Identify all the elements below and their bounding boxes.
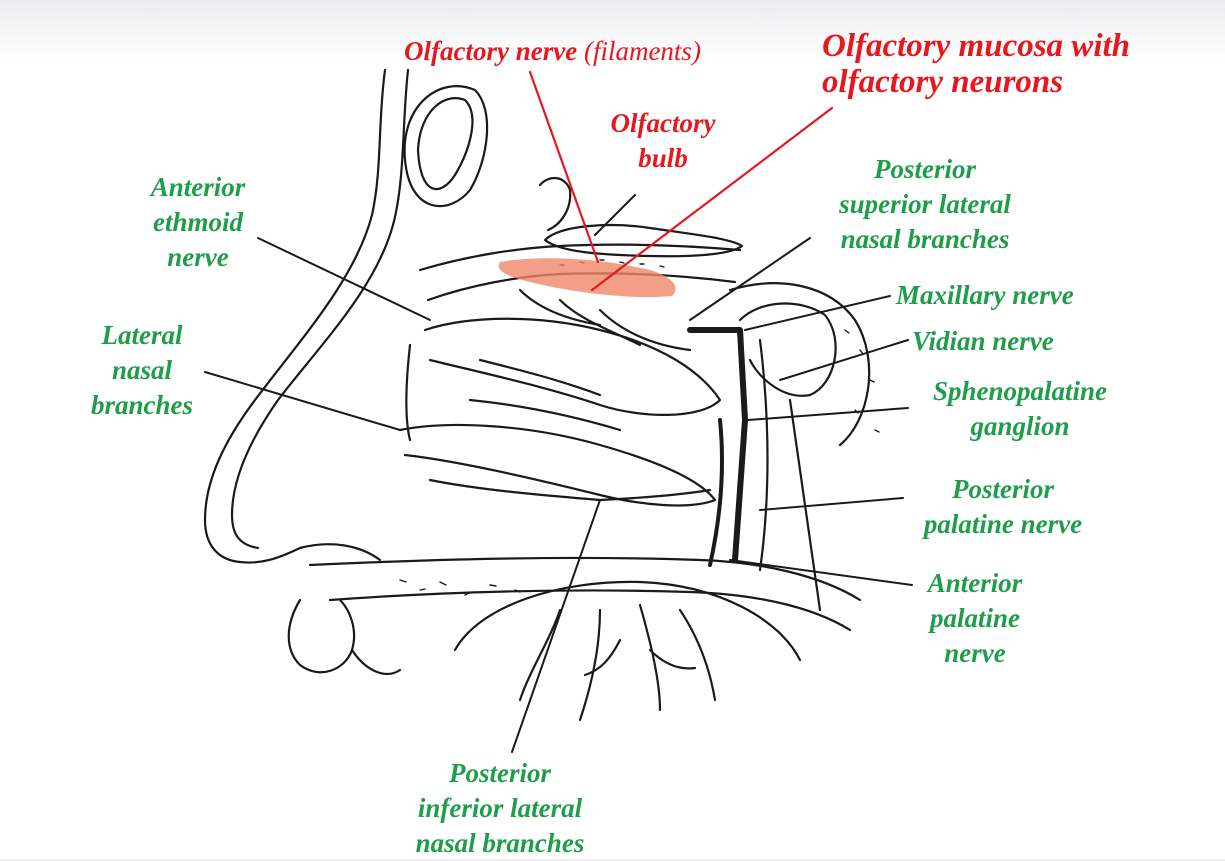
- sphenoid-sinus: [740, 304, 836, 396]
- inferior-turbinate: [400, 425, 715, 505]
- label-anterior-palatine-nerve: Anterior palatine nerve: [900, 566, 1050, 671]
- label-olfactory-mucosa: Olfactory mucosa with olfactory neurons: [822, 28, 1130, 100]
- leader-lateral-nasal: [205, 372, 400, 430]
- label-vidian-nerve: Vidian nerve: [912, 324, 1054, 359]
- label-olfactory-nerve: Olfactory nerve (filaments): [404, 34, 701, 69]
- leader-maxillary: [745, 296, 890, 330]
- label-posterior-superior-lateral-nasal-branches: Posterior superior lateral nasal branche…: [805, 152, 1045, 257]
- hard-palate: [310, 558, 860, 600]
- label-olfactory-bulb: Olfactory bulb: [583, 106, 743, 176]
- leader-posterior-palatine: [760, 498, 903, 510]
- tongue: [455, 582, 800, 660]
- olfactory-nerve-text: Olfactory nerve: [404, 36, 577, 66]
- leader-vidian: [780, 340, 908, 380]
- frontal-sinus: [418, 98, 472, 189]
- upper-lip: [289, 600, 354, 672]
- label-maxillary-nerve: Maxillary nerve: [896, 278, 1074, 313]
- palatine-nerve-trunk: [710, 420, 722, 565]
- leader-sphenopalatine: [748, 408, 908, 420]
- label-lateral-nasal-branches: Lateral nasal branches: [72, 318, 212, 423]
- olfactory-mucosa-highlight: [499, 258, 676, 297]
- leader-posterior-inferior: [512, 500, 600, 752]
- nasal-bone-profile: [205, 70, 385, 562]
- label-posterior-palatine-nerve: Posterior palatine nerve: [898, 472, 1108, 542]
- label-sphenopalatine-ganglion: Sphenopalatine ganglion: [905, 374, 1135, 444]
- label-anterior-ethmoid-nerve: Anterior ethmoid nerve: [118, 170, 278, 275]
- olfactory-nerve-note: (filaments): [584, 36, 701, 66]
- leader-olfactory-bulb: [595, 195, 635, 235]
- nostril: [240, 544, 380, 562]
- label-posterior-inferior-lateral-nasal-branches: Posterior inferior lateral nasal branche…: [390, 756, 610, 861]
- leader-anterior-ethmoid: [258, 238, 430, 320]
